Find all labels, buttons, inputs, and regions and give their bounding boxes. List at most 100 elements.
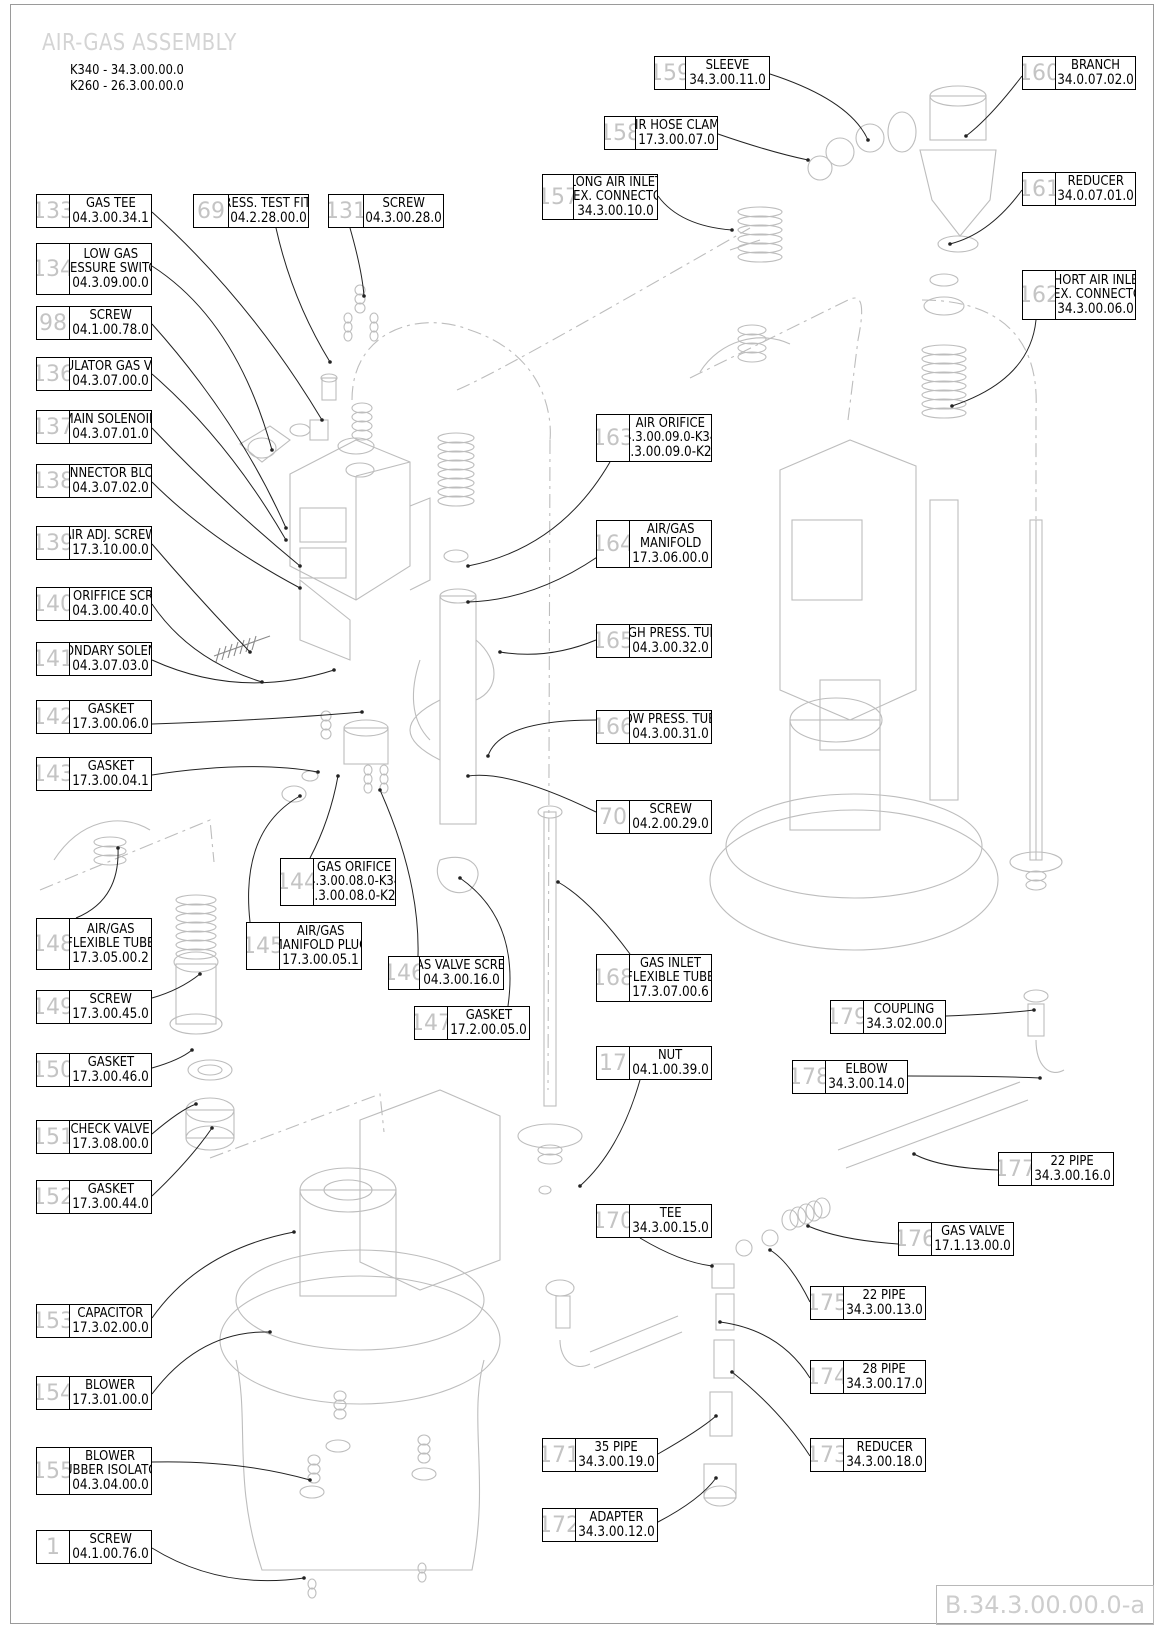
part-code: 04.3.00.16.0 bbox=[423, 971, 500, 988]
leader-dot bbox=[1038, 1076, 1042, 1080]
blower-body-outline bbox=[235, 1359, 485, 1571]
spring-outline bbox=[251, 635, 257, 651]
screw-outline bbox=[333, 1390, 347, 1402]
part-number: 150 bbox=[37, 1054, 70, 1086]
screw-outline bbox=[333, 1399, 347, 1411]
leader-dot bbox=[316, 770, 320, 774]
part-name: CONNECTOR BLOCK bbox=[70, 465, 151, 481]
part-number: 131 bbox=[329, 195, 364, 227]
leader-line bbox=[467, 547, 611, 603]
long-connector-outline bbox=[737, 251, 783, 263]
leader-line bbox=[657, 1415, 717, 1455]
screw-outline bbox=[417, 1443, 431, 1455]
part-name: AIR/GAS bbox=[296, 923, 345, 939]
tube-outline bbox=[409, 699, 441, 761]
part-callout: 166LOW PRESS. TUBE04.3.00.31.0 bbox=[596, 710, 712, 744]
part-number: 145 bbox=[247, 923, 280, 969]
adapter-outline bbox=[703, 1485, 737, 1507]
part-callout: 144GAS ORIFICE34.3.00.08.0-K34026.3.00.0… bbox=[280, 858, 396, 906]
fitting-outline bbox=[321, 377, 337, 401]
part-code: 17.3.02.00.0 bbox=[72, 1319, 149, 1336]
flange-outline bbox=[1009, 851, 1063, 873]
spring-outline bbox=[227, 643, 233, 659]
part-label: PRESS. TEST FITT.04.2.28.00.0 bbox=[229, 195, 308, 227]
long-connector-outline bbox=[737, 206, 783, 218]
manifold-plug-outline bbox=[343, 727, 389, 765]
part-callout: 161REDUCER34.0.07.01.0 bbox=[1022, 172, 1136, 206]
spring-outline bbox=[351, 420, 373, 432]
spring-outline bbox=[215, 647, 221, 663]
flexible-tube-outline bbox=[175, 939, 217, 951]
spring-outline bbox=[437, 477, 475, 489]
part-label: AIR HOSE CLAMP17.3.00.07.0 bbox=[636, 117, 717, 149]
leader-dot bbox=[948, 242, 952, 246]
long-connector-outline bbox=[737, 224, 783, 236]
screw-outline bbox=[417, 1452, 431, 1464]
screw-outline bbox=[363, 782, 373, 794]
solenoid-outline bbox=[299, 507, 347, 543]
leader-dot bbox=[768, 1248, 772, 1252]
part-name: PRESS. TEST FITT. bbox=[229, 195, 308, 211]
part-code: 17.2.00.05.0 bbox=[450, 1021, 527, 1038]
part-name: FLEXIBLE TUBE bbox=[70, 934, 151, 951]
part-number: 173 bbox=[811, 1439, 844, 1471]
part-name: GAS VALVE bbox=[940, 1223, 1005, 1239]
spring-outline bbox=[351, 411, 373, 423]
part-code: 17.3.00.46.0 bbox=[72, 1068, 149, 1085]
gasket-outline bbox=[436, 856, 479, 894]
flexible-tube-outline bbox=[175, 921, 217, 933]
part-number: 177 bbox=[999, 1153, 1032, 1185]
orifice-outline bbox=[443, 549, 469, 563]
part-code: 17.3.00.44.0 bbox=[72, 1195, 149, 1212]
leader-line bbox=[657, 1477, 717, 1523]
part-name: GAS VALVE SCREW bbox=[420, 957, 503, 973]
pipe-outline bbox=[715, 1293, 735, 1331]
leader-dot bbox=[466, 564, 470, 568]
part-code: 34.3.00.16.0 bbox=[1034, 1167, 1111, 1184]
flexible-tube-outline bbox=[175, 912, 217, 924]
part-label: SECONDARY SOLENOID04.3.07.03.0 bbox=[70, 643, 151, 675]
part-number: 143 bbox=[37, 758, 70, 790]
part-name: RUBBER ISOLATOR bbox=[70, 1461, 151, 1478]
reducer-outline bbox=[919, 149, 997, 237]
leader-dot bbox=[718, 1320, 722, 1324]
screw-outline bbox=[307, 1587, 317, 1599]
nut-outline bbox=[1025, 870, 1047, 882]
part-code: 04.2.00.29.0 bbox=[632, 815, 709, 832]
assembled-motor-outline bbox=[789, 719, 881, 831]
leader-dot bbox=[912, 1152, 916, 1156]
part-code: 04.3.00.34.1 bbox=[72, 209, 149, 226]
leader-line bbox=[557, 881, 631, 955]
centerline bbox=[39, 819, 215, 891]
leader-dot bbox=[1032, 1008, 1036, 1012]
screw-outline bbox=[354, 293, 366, 305]
part-number: 165 bbox=[597, 625, 630, 657]
part-name: GAS ORIFICE bbox=[317, 859, 392, 875]
spring-outline bbox=[245, 637, 251, 653]
part-number: 163 bbox=[597, 415, 630, 461]
part-number: 175 bbox=[811, 1287, 844, 1319]
leader-line bbox=[769, 73, 869, 141]
spring-outline bbox=[437, 459, 475, 471]
part-code: 34.3.00.06.0 bbox=[1057, 300, 1134, 317]
tube-outline bbox=[412, 659, 431, 741]
